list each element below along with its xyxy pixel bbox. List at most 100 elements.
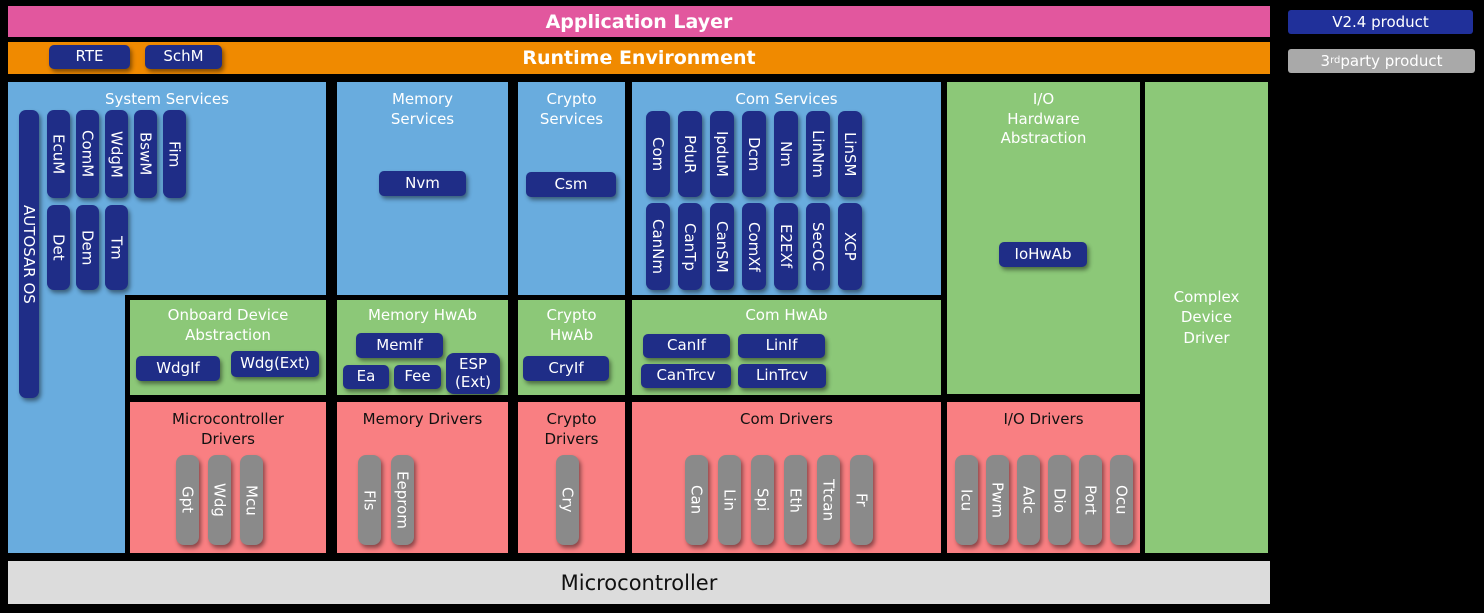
memory-hwab-title: Memory HwAb [367,306,478,324]
memory-services-box: Memory Services Nvm [337,82,508,295]
crypto-hwab-title: Crypto HwAb [546,306,597,344]
legend-v24-product: V2.4 product [1288,10,1473,34]
mcu-driver-module-pill: Wdg [208,455,231,545]
legend-third-rest: party product [1340,52,1443,70]
schm-pill: SchM [145,45,222,69]
ea-pill: Ea [343,365,389,389]
com-service-module-pill: LinNm [806,111,830,197]
linif-pill: LinIf [738,334,825,358]
com-driver-module-pill: Lin [718,455,741,545]
io-driver-module-pill: Pwm [986,455,1009,545]
crypto-services-title: Crypto Services [539,90,604,128]
mcu-drivers-pills: Gpt Wdg Mcu [176,455,263,545]
com-service-module-pill: E2EXf [774,203,798,290]
crypto-drivers-box: Crypto Drivers Cry [518,402,625,553]
com-service-module-pill: Dcm [742,111,766,197]
cdd-title: Complex Device Driver [1173,288,1240,347]
microcontroller-label: Microcontroller [560,570,718,595]
com-service-module-pill: XCP [838,203,862,290]
com-services-box: Com Services Com PduR IpduM Dcm Nm LinNm LinSM… [632,82,941,295]
com-hwab-title: Com HwAb [745,306,828,324]
cryif-pill: CryIf [523,356,609,381]
com-driver-module-pill: Eth [784,455,807,545]
cantrcv-pill: CanTrcv [641,364,731,388]
legend-third-prefix: 3 [1320,52,1331,70]
system-service-module-pill: WdgM [105,110,128,198]
system-service-module-pill: ComM [76,110,99,198]
com-driver-module-pill: Can [685,455,708,545]
system-service-module-pill: Fim [163,110,186,198]
onboard-title: Onboard Device Abstraction [167,306,289,344]
io-hwab-title: I/O Hardware Abstraction [1000,90,1087,147]
canif-pill: CanIf [643,334,730,358]
crypto-hwab-box: Crypto HwAb CryIf [518,300,625,395]
com-service-module-pill: CanTp [678,203,702,290]
com-service-module-pill: ComXf [742,203,766,290]
memory-driver-module-pill: Eeprom [391,455,414,545]
system-service-module-pill: EcuM [47,110,70,198]
memory-drivers-title: Memory Drivers [362,410,483,428]
com-driver-module-pill: Spi [751,455,774,545]
fee-pill: Fee [394,365,441,389]
system-service-module-pill: Tm [105,205,128,290]
io-driver-module-pill: Icu [955,455,978,545]
io-driver-module-pill: Ocu [1110,455,1133,545]
memory-services-title: Memory Services [390,90,455,128]
com-drivers-pills: Can Lin Spi Eth Ttcan Fr [685,455,873,545]
nvm-pill: Nvm [379,171,466,196]
com-service-module-pill: Nm [774,111,798,197]
application-layer-label: Application Layer [545,10,733,33]
iohwab-pill: IoHwAb [999,242,1087,267]
system-services-title: System Services [105,90,229,108]
com-drivers-box: Com Drivers Can Lin Spi Eth Ttcan Fr [632,402,941,553]
com-services-row2: CanNm CanTp CanSM ComXf E2EXf SecOC XCP [646,203,862,290]
com-services-title: Com Services [735,90,838,108]
onboard-device-abstraction-box: Onboard Device Abstraction WdgIf Wdg(Ext… [130,300,326,395]
com-hwab-box: Com HwAb CanIf LinIf CanTrcv LinTrcv [632,300,941,395]
application-layer-bar: Application Layer [8,6,1270,37]
com-service-module-pill: CanSM [710,203,734,290]
com-service-module-pill: CanNm [646,203,670,290]
legend-v24-label: V2.4 product [1332,13,1429,31]
complex-device-driver-box: Complex Device Driver [1145,82,1268,553]
mcu-driver-module-pill: Gpt [176,455,199,545]
io-hardware-abstraction-box: I/O Hardware Abstraction IoHwAb [947,82,1140,394]
wdgif-pill: WdgIf [136,356,220,381]
autosar-os-pill: AUTOSAR OS [19,110,39,398]
microcontroller-bar: Microcontroller [8,561,1270,604]
com-service-module-pill: PduR [678,111,702,197]
runtime-environment-label: Runtime Environment [522,47,756,69]
com-service-module-pill: LinSM [838,111,862,197]
io-driver-module-pill: Port [1079,455,1102,545]
com-services-row1: Com PduR IpduM Dcm Nm LinNm LinSM [646,111,862,197]
memory-hwab-box: Memory HwAb MemIf Ea Fee ESP (Ext) [337,300,508,395]
mcu-driver-module-pill: Mcu [240,455,263,545]
crypto-drivers-pills: Cry [556,455,579,545]
system-service-module-pill: Dem [76,205,99,290]
com-driver-module-pill: Ttcan [817,455,840,545]
wdgext-pill: Wdg(Ext) [231,351,319,377]
com-service-module-pill: SecOC [806,203,830,290]
memory-driver-module-pill: Fls [358,455,381,545]
crypto-services-box: Crypto Services Csm [518,82,625,295]
crypto-drivers-title: Crypto Drivers [544,410,599,448]
com-service-module-pill: Com [646,111,670,197]
memory-drivers-pills: Fls Eeprom [358,455,414,545]
memif-pill: MemIf [356,333,443,358]
memory-drivers-box: Memory Drivers Fls Eeprom [337,402,508,553]
crypto-driver-module-pill: Cry [556,455,579,545]
io-drivers-title: I/O Drivers [1003,410,1084,428]
com-service-module-pill: IpduM [710,111,734,197]
com-driver-module-pill: Fr [850,455,873,545]
esp-ext-pill: ESP (Ext) [446,353,500,394]
csm-pill: Csm [526,172,616,197]
com-drivers-title: Com Drivers [739,410,833,428]
